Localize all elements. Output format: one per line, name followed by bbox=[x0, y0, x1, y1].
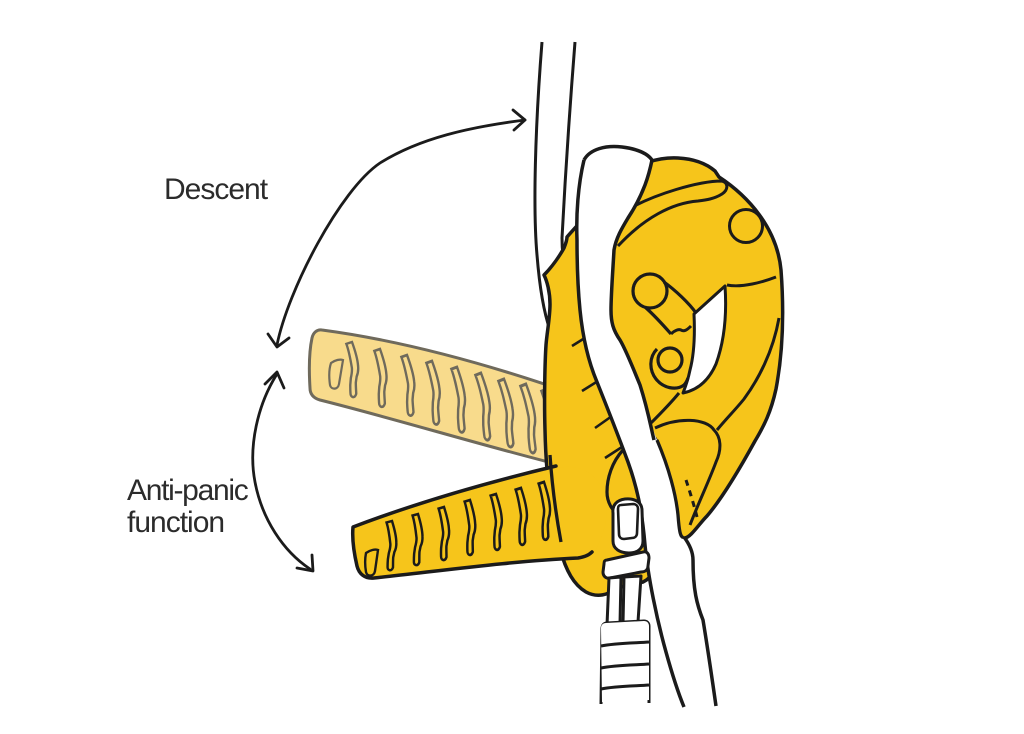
svg-text:Descent: Descent bbox=[164, 173, 269, 206]
svg-text:Anti-panic: Anti-panic bbox=[127, 474, 249, 507]
svg-text:function: function bbox=[127, 506, 224, 539]
